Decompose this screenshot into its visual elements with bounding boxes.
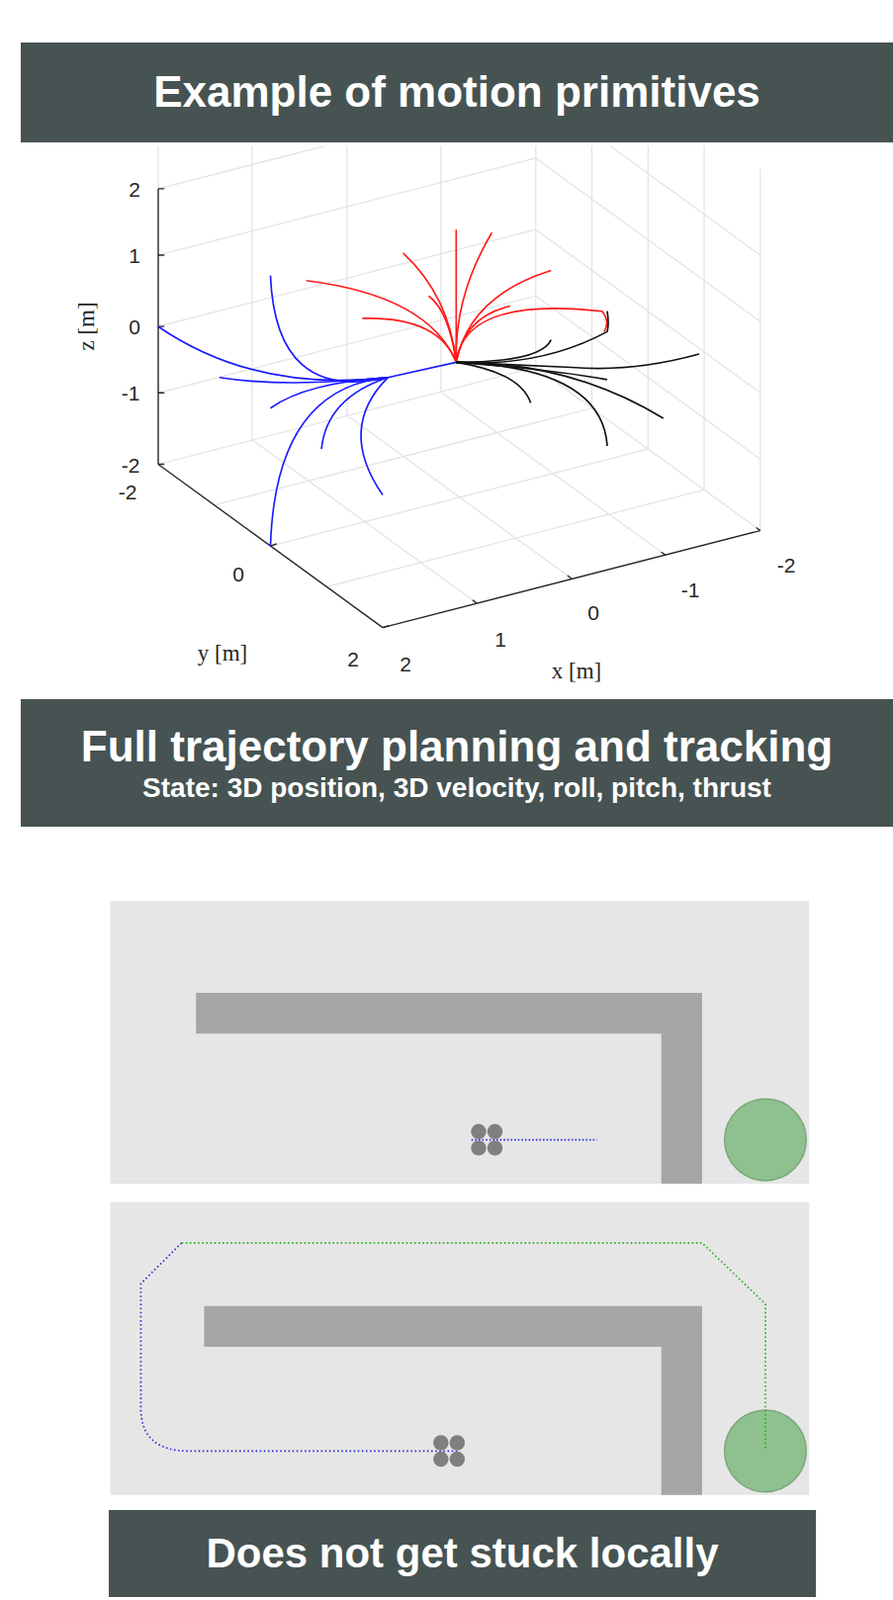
motion-primitives bbox=[158, 229, 700, 546]
header-text: Does not get stuck locally bbox=[205, 1529, 718, 1578]
tick-label: -1 bbox=[121, 382, 141, 404]
axis-label: y [m] bbox=[197, 641, 248, 665]
tick-label: -2 bbox=[777, 554, 797, 576]
section-header: Example of motion primitives bbox=[20, 42, 893, 143]
plot-grid bbox=[158, 146, 761, 628]
tick-label: -2 bbox=[121, 454, 141, 476]
tick-label: -2 bbox=[118, 481, 138, 503]
simulation-panel bbox=[109, 900, 809, 1184]
axis-label: x [m] bbox=[551, 659, 602, 683]
tick-label: 0 bbox=[587, 602, 600, 624]
axis-label: z [m] bbox=[75, 301, 98, 351]
tick-label: 1 bbox=[128, 245, 141, 267]
header-text: Full trajectory planning and tracking bbox=[81, 721, 833, 773]
tick-label: 0 bbox=[128, 316, 141, 338]
tick-label: 2 bbox=[347, 648, 359, 670]
tick-label: 0 bbox=[232, 563, 245, 585]
tick-label: 1 bbox=[494, 628, 507, 650]
tick-label: 2 bbox=[399, 653, 412, 675]
header-text: Example of motion primitives bbox=[153, 67, 761, 118]
tick-label: -1 bbox=[681, 579, 701, 601]
subheader-text: State: 3D position, 3D velocity, roll, p… bbox=[142, 772, 772, 804]
section-header: Full trajectory planning and trackingSta… bbox=[20, 699, 893, 827]
section-footer: Does not get stuck locally bbox=[108, 1510, 816, 1598]
tick-label: 2 bbox=[128, 178, 141, 200]
simulation-panel bbox=[109, 1202, 809, 1496]
